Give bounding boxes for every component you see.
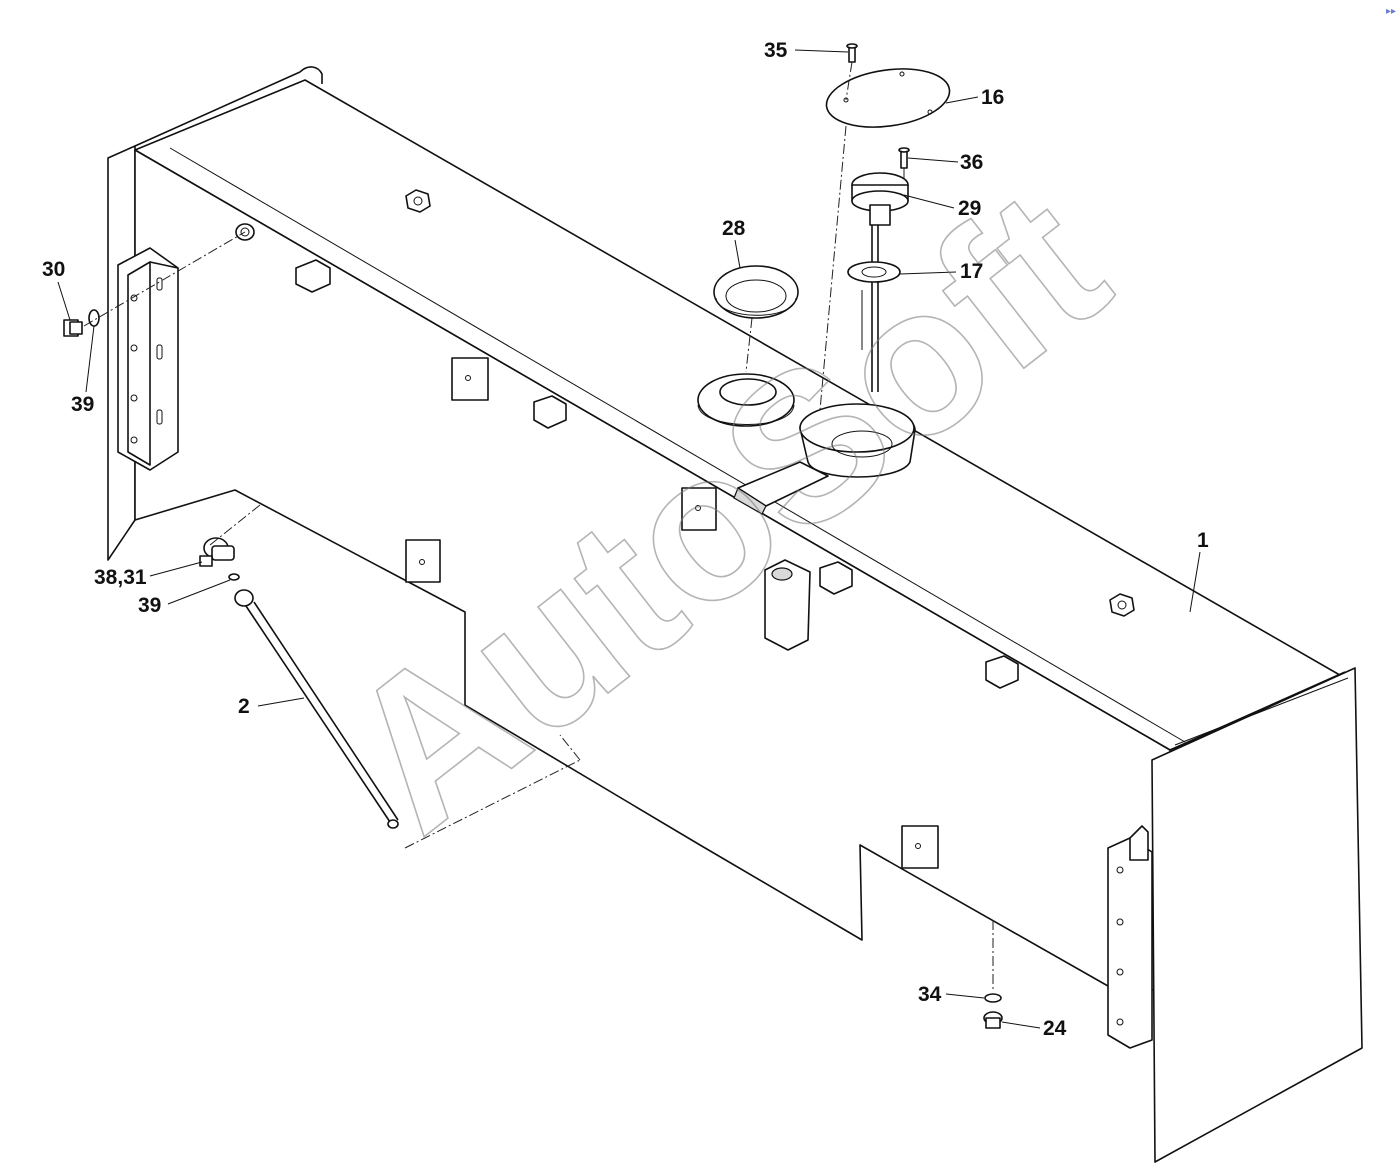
callout-38-31: 38,31 xyxy=(94,566,147,589)
callout-35: 35 xyxy=(764,39,788,62)
callout-30: 30 xyxy=(42,258,66,281)
drain-plug xyxy=(983,993,1003,1029)
screw-36 xyxy=(898,147,910,169)
right-end-plate xyxy=(1151,667,1363,1163)
elbow-38-31 xyxy=(199,537,240,581)
callout-34: 34 xyxy=(918,983,942,1006)
callout-29: 29 xyxy=(958,197,982,220)
mounting-blocks xyxy=(295,259,1019,869)
screw-35 xyxy=(846,43,858,63)
left-bracket xyxy=(117,247,179,471)
cover-plate-16 xyxy=(825,68,951,128)
right-bracket xyxy=(1107,825,1153,1049)
locking-ring-28 xyxy=(713,265,799,319)
callout-2: 2 xyxy=(238,695,250,718)
corner-mark: ▸▸ xyxy=(1385,6,1396,17)
filler-neck xyxy=(733,403,916,515)
callout-1: 1 xyxy=(1197,529,1209,552)
callout-36: 36 xyxy=(960,151,984,174)
callout-16: 16 xyxy=(981,86,1005,109)
callout-39-upper: 39 xyxy=(71,393,95,416)
gasket-17 xyxy=(847,261,901,283)
callout-28: 28 xyxy=(722,217,746,240)
sender-unit-29 xyxy=(851,172,909,392)
assembly-lines xyxy=(83,61,994,990)
vent-box xyxy=(764,559,811,651)
leader-lines xyxy=(57,49,1201,1029)
sleeve-ring xyxy=(697,373,795,427)
callout-24: 24 xyxy=(1043,1017,1067,1040)
callout-17: 17 xyxy=(960,260,984,283)
callout-39-lower: 39 xyxy=(138,594,162,617)
fitting-30 xyxy=(63,309,100,337)
pipe-2 xyxy=(234,589,399,829)
